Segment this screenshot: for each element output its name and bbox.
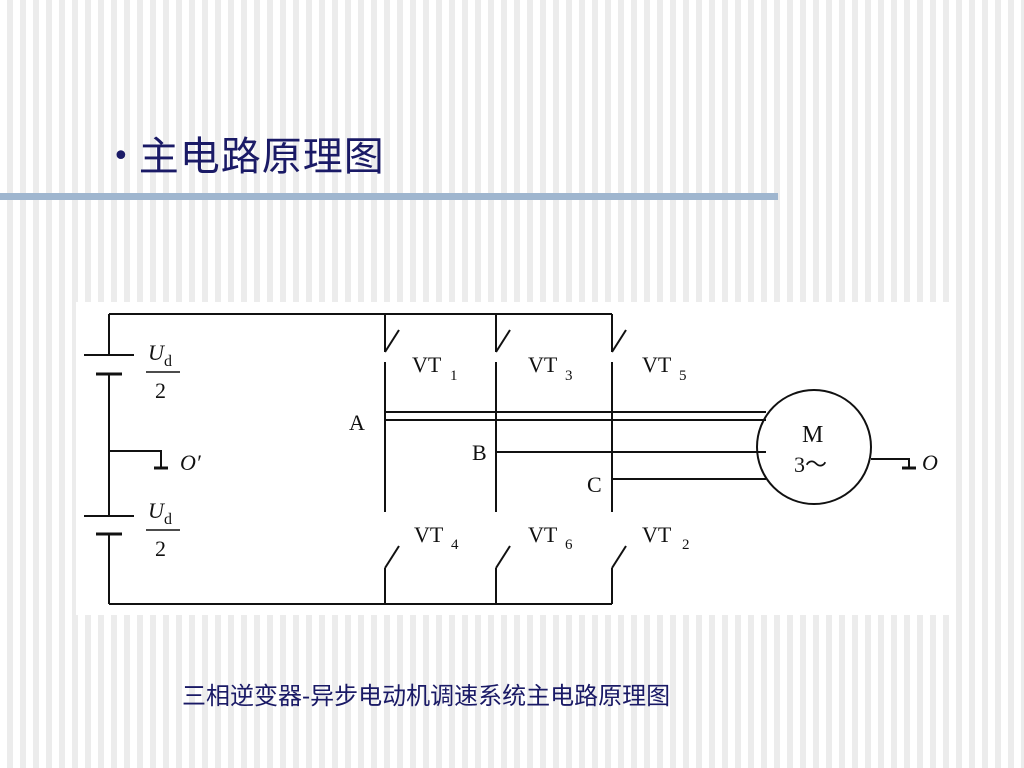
motor-label: M bbox=[802, 422, 823, 448]
motor-phase-label: 3～ bbox=[794, 452, 827, 477]
switch-vt5-name: VT bbox=[642, 352, 672, 377]
phase-b-label: B bbox=[472, 440, 487, 465]
motor-icon bbox=[756, 389, 872, 505]
dc-source-top-subscript: d bbox=[164, 353, 172, 370]
midpoint-label: O′ bbox=[180, 450, 202, 475]
switch-vt4-sub: 4 bbox=[451, 537, 459, 553]
switch-vt6-name: VT bbox=[528, 522, 558, 547]
neutral-label: O bbox=[922, 450, 938, 475]
switch-vt3-sub: 3 bbox=[565, 368, 573, 384]
title-bullet: • bbox=[112, 139, 131, 174]
dc-source-top-denominator: 2 bbox=[155, 378, 166, 403]
switch-vt4-name: VT bbox=[414, 522, 444, 547]
slide-title: •主电路原理图 bbox=[112, 124, 385, 182]
dc-source-bottom-numerator: U bbox=[148, 498, 166, 523]
dc-source-bottom-subscript: d bbox=[164, 511, 172, 528]
switch-vt3-name: VT bbox=[528, 352, 558, 377]
title-divider bbox=[0, 193, 778, 200]
switch-vt1-name: VT bbox=[412, 352, 442, 377]
inverter-circuit-diagram: U d 2 U d 2 O′ O VT 1 VT 3 VT 5 VT 4 VT … bbox=[84, 313, 938, 605]
dc-source-top-numerator: U bbox=[148, 340, 166, 365]
switch-vt1-sub: 1 bbox=[450, 368, 458, 384]
phase-c-label: C bbox=[587, 472, 602, 497]
switch-vt2-sub: 2 bbox=[682, 537, 690, 553]
figure-caption: 三相逆变器-异步电动机调速系统主电路原理图 bbox=[182, 682, 671, 710]
title-text: 主电路原理图 bbox=[138, 134, 385, 180]
circuit-wires bbox=[84, 313, 916, 605]
phase-a-label: A bbox=[349, 410, 365, 435]
switch-vt2-name: VT bbox=[642, 522, 672, 547]
switch-vt5-sub: 5 bbox=[679, 368, 687, 384]
circuit-diagram-panel: U d 2 U d 2 O′ O VT 1 VT 3 VT 5 VT 4 VT … bbox=[76, 302, 956, 615]
neutral-wire bbox=[871, 458, 910, 468]
dc-source-bottom-denominator: 2 bbox=[155, 536, 166, 561]
midpoint-wire bbox=[109, 450, 162, 468]
switch-vt6-sub: 6 bbox=[565, 537, 573, 553]
